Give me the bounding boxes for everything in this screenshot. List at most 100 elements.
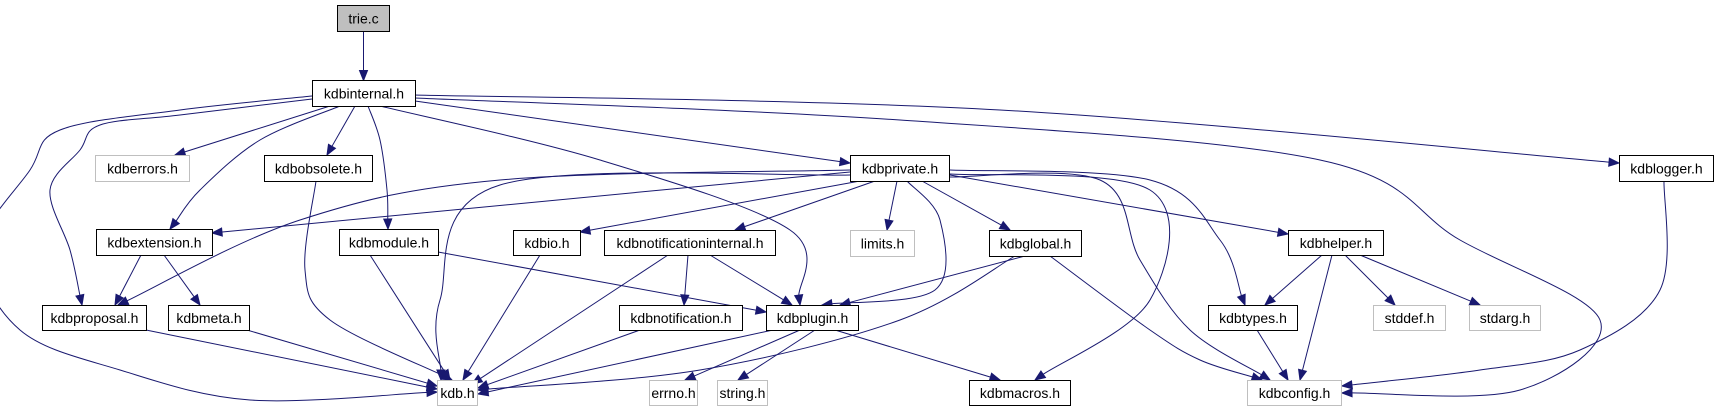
edge-kdbhelper-to-stdarg [1359,254,1482,306]
node-label: kdb.h [440,385,474,401]
edge-line [183,105,331,153]
node-label: errno.h [651,385,695,401]
arrowhead-icon [733,222,747,232]
node-label: kdbnotification.h [630,310,731,326]
edge-kdbprivate-to-kdbio [578,180,861,235]
edge-kdbinternal-to-kdbconfig [414,97,1602,398]
edge-line [888,180,898,222]
arrowhead-icon [884,218,894,232]
arrowhead-icon [683,371,697,381]
edge-kdbprivate-to-kdb [435,172,851,382]
arrowhead-icon [476,379,490,389]
node-kdbconfig-h[interactable]: kdbconfig.h [1247,380,1342,406]
arrowhead-icon [838,156,852,167]
node-string-h[interactable]: string.h [717,380,768,406]
edge-kdbinternal-to-kdbmodule [367,105,393,231]
edge-line [125,169,851,302]
arrowhead-icon [1276,227,1290,237]
node-stdarg-h[interactable]: stdarg.h [1469,305,1541,331]
edge-line [949,172,1263,376]
edge-line [369,254,446,373]
edge-line [479,254,669,380]
edge-line [588,180,861,231]
edge-kdbprivate-to-kdbextension [210,171,851,237]
node-stddef-h[interactable]: stddef.h [1373,305,1446,331]
node-label: stddef.h [1385,310,1435,326]
edge-line [1271,254,1323,300]
node-kdbio-h[interactable]: kdbio.h [513,230,581,256]
node-kdbinternal-h[interactable]: kdbinternal.h [312,80,416,107]
arrowhead-icon [680,294,690,307]
arrowhead-icon [358,70,369,82]
node-label: kdbmacros.h [980,385,1060,401]
node-trie-c[interactable]: trie.c [337,5,390,32]
edge-line [0,95,429,402]
node-limits-h[interactable]: limits.h [850,230,915,257]
arrowhead-icon [326,143,337,157]
edge-kdblogger-to-kdbconfig [1340,180,1668,390]
edge-kdbmeta-to-kdb [246,329,439,388]
edge-line [414,97,1602,397]
node-kdbmodule-h[interactable]: kdbmodule.h [339,229,439,256]
edge-line [1301,254,1333,372]
node-label: kdbplugin.h [777,310,849,326]
node-kdbproposal-h[interactable]: kdbproposal.h [42,305,147,331]
node-label: kdbproposal.h [51,310,139,326]
node-kdb-h[interactable]: kdb.h [437,380,478,406]
edges-layer [0,31,1668,402]
edge-kdbplugin-to-kdb [476,329,774,397]
node-kdblogger-h[interactable]: kdblogger.h [1619,155,1714,182]
edge-line [414,100,842,163]
arrowhead-icon [1298,368,1308,382]
arrowhead-icon [425,378,439,388]
node-kdbglobal-h[interactable]: kdbglobal.h [989,230,1082,257]
edge-line [435,172,851,372]
node-kdbtypes-h[interactable]: kdbtypes.h [1208,305,1298,331]
edge-line [486,329,641,386]
arrowhead-icon [736,370,750,381]
arrowhead-icon [462,368,473,382]
edge-kdbprivate-to-kdbglobal [921,180,1012,231]
edge-line [220,171,851,233]
arrowhead-icon [1340,388,1353,398]
edge-line [437,251,758,311]
node-kdbplugin-h[interactable]: kdbplugin.h [766,305,859,331]
node-label: kdberrors.h [107,161,178,177]
edge-line [379,105,808,297]
node-kdbnotification-h[interactable]: kdbnotification.h [619,305,743,331]
node-label: kdbglobal.h [1000,236,1072,252]
edge-line [848,255,1026,304]
edge-line [486,329,774,393]
node-kdbmeta-h[interactable]: kdbmeta.h [168,305,250,331]
arrowhead-icon [793,293,804,307]
edge-kdbprivate-to-kdbnotificationinternal [733,180,876,232]
node-errno-h[interactable]: errno.h [649,380,698,406]
node-label: kdbmodule.h [349,235,429,251]
edge-trie_c-to-kdbinternal [358,31,369,82]
edge-line [331,105,356,148]
node-kdbmacros-h[interactable]: kdbmacros.h [969,380,1071,406]
edge-kdbplugin-to-errno [683,329,801,381]
edge-line [709,254,785,301]
edge-line [921,180,1003,227]
edge-kdbinternal-to-kdbobsolete [326,105,356,157]
node-kdbnotificationinternal-h[interactable]: kdbnotificationinternal.h [604,230,776,256]
edge-kdbinternal-to-kdbprivate [414,100,852,167]
edge-line [414,94,1611,163]
edge-line [743,180,876,228]
edge-line [118,254,142,298]
node-kdbextension-h[interactable]: kdbextension.h [96,229,213,256]
edge-kdbnotificationinternal-to-kdbplugin [709,254,794,306]
node-kdbobsolete-h[interactable]: kdbobsolete.h [264,155,373,182]
edge-kdbglobal-to-kdb [476,255,1016,394]
node-kdbprivate-h[interactable]: kdbprivate.h [850,155,950,182]
edge-line [486,255,1016,390]
arrowhead-icon [114,293,125,307]
edge-kdbprivate-to-kdbmacros [949,173,1171,381]
arrowhead-icon [754,305,768,315]
edge-line [745,329,816,376]
edge-kdbglobal-to-kdbplugin [838,255,1026,307]
node-kdberrors-h[interactable]: kdberrors.h [95,155,190,182]
node-kdbhelper-h[interactable]: kdbhelper.h [1288,230,1384,256]
arrowhead-icon [780,295,794,306]
